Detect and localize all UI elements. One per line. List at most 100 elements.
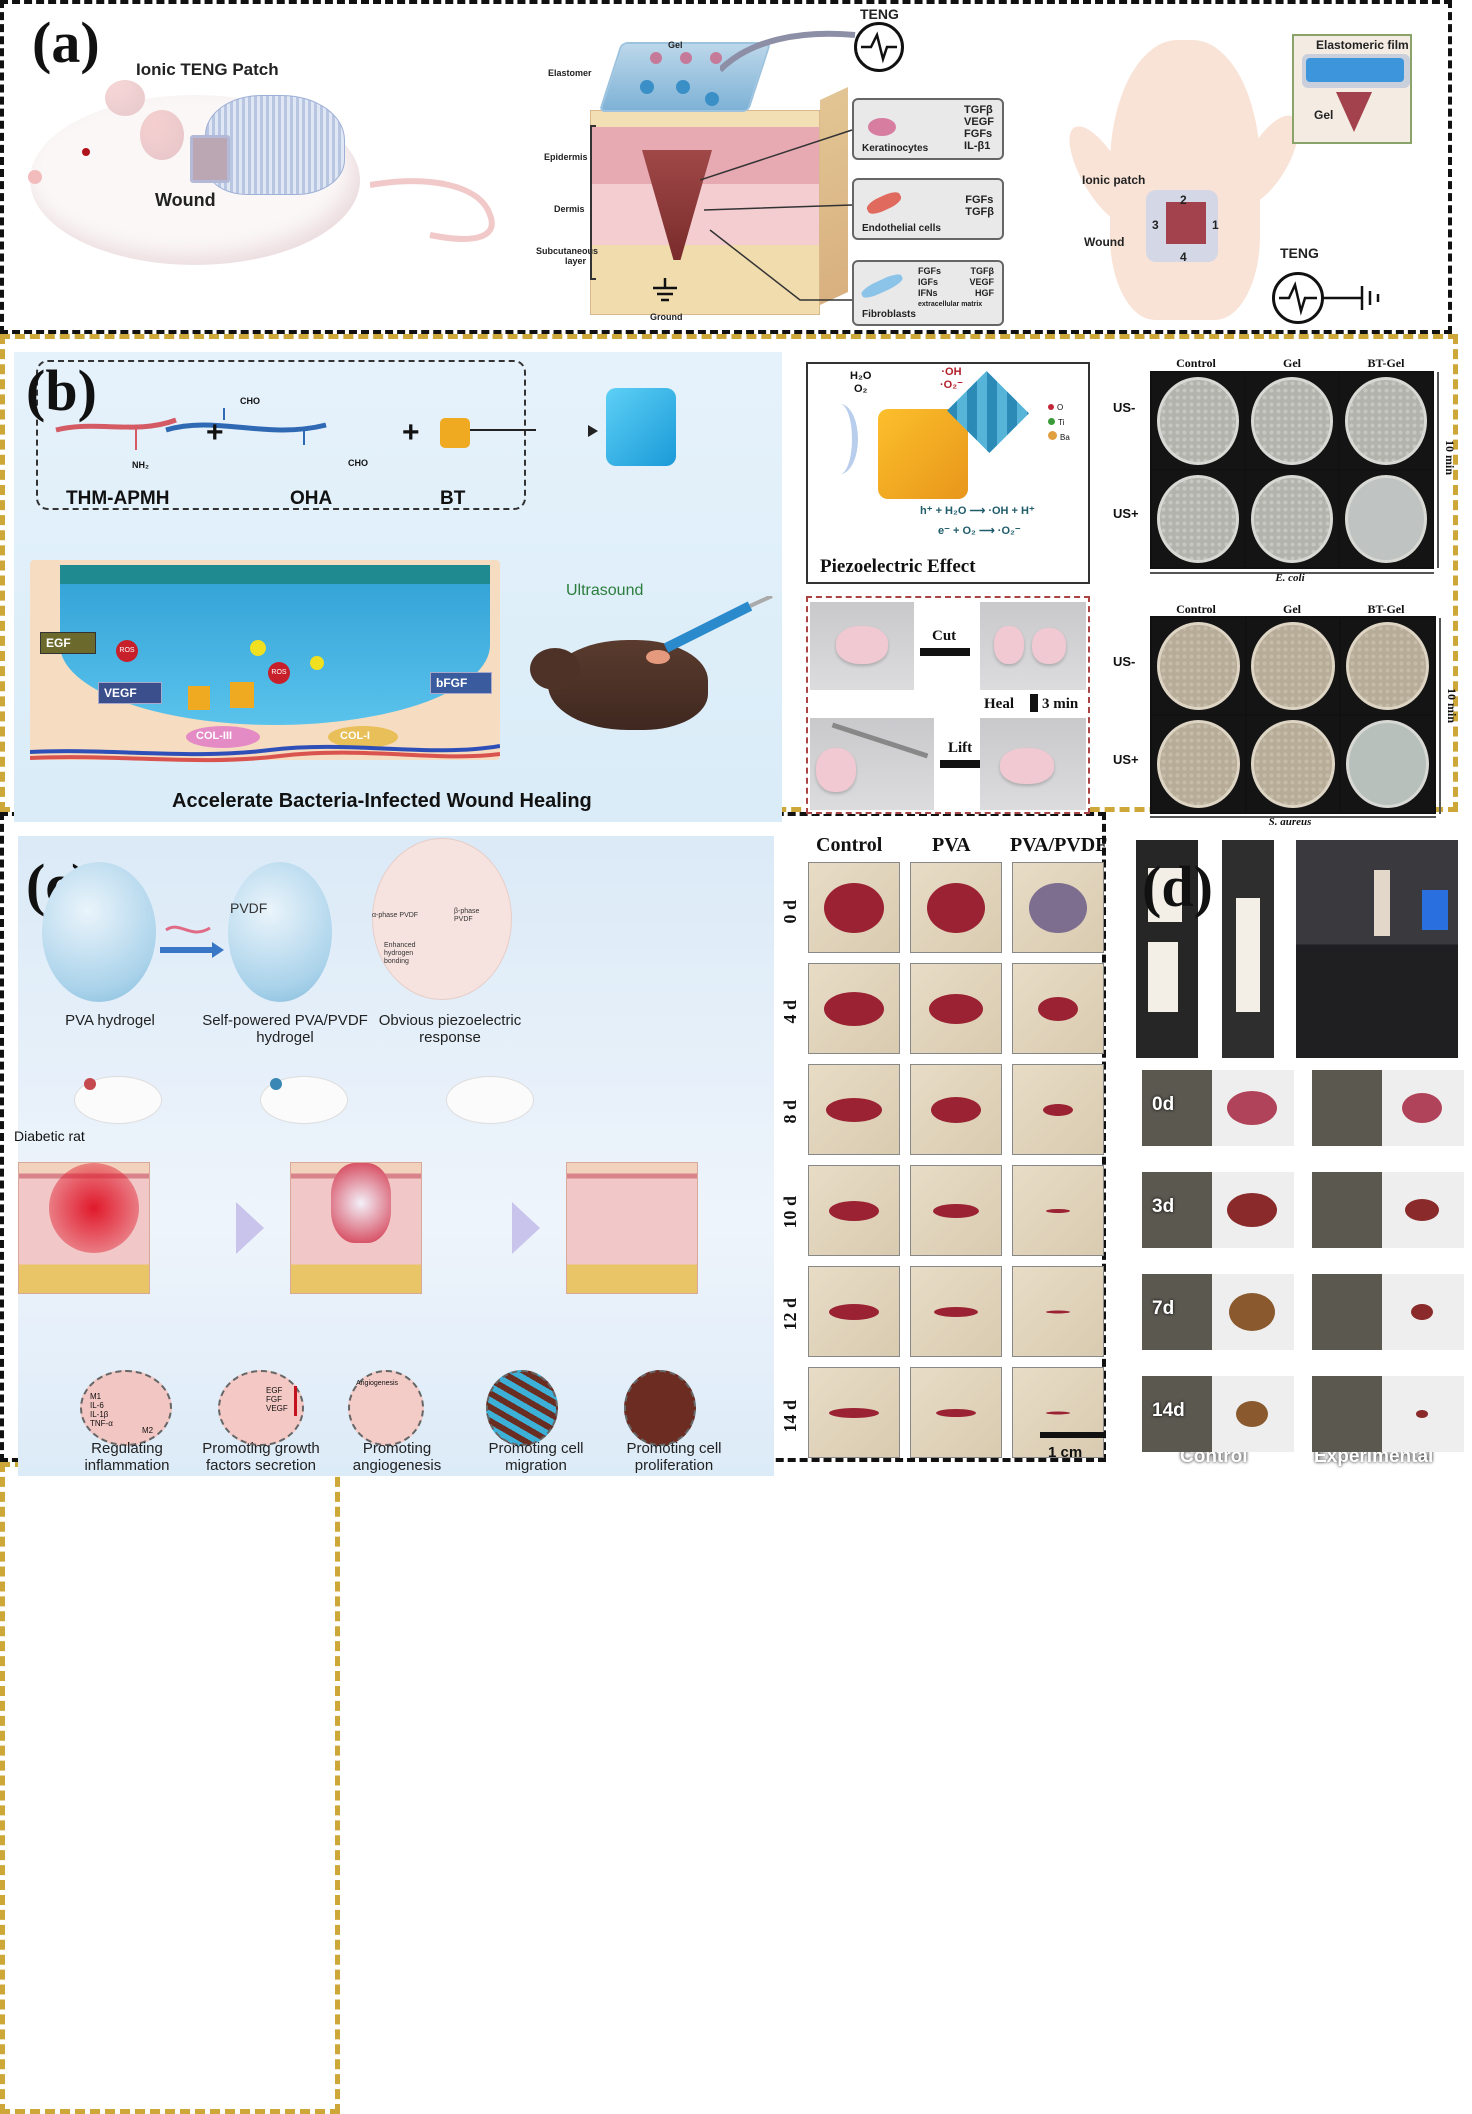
mechanism-inflammation: Regulating inflammation xyxy=(84,1440,170,1474)
plate-cell xyxy=(1152,618,1245,714)
migration-circle xyxy=(486,1370,558,1446)
angiogenesis-circle: Angiogenesis xyxy=(348,1370,424,1446)
marker-tnfa: TNF-α xyxy=(90,1419,113,1428)
saureus-duration: 10 min xyxy=(1445,688,1459,724)
ruler-wound-photo: 7d xyxy=(1142,1274,1294,1350)
d-day-label: 0d xyxy=(1152,1094,1175,1115)
factor: FGFs xyxy=(918,266,942,276)
angiogenesis-inset-label: Angiogenesis xyxy=(356,1380,399,1387)
cell-name: Fibroblasts xyxy=(862,309,916,320)
ruler xyxy=(1312,1172,1382,1248)
agar-plate xyxy=(1156,621,1241,711)
factor: IGFs xyxy=(918,277,939,287)
ruler xyxy=(1312,1274,1382,1350)
teng-symbol xyxy=(854,22,904,72)
positive-ion xyxy=(710,52,722,64)
layer-epidermis-label: Epidermis xyxy=(544,152,588,162)
plate-cell xyxy=(1341,618,1434,714)
stage-piezo-response: Obvious piezoelectric response xyxy=(378,1012,522,1046)
beta-phase-label: β-phase PVDF xyxy=(454,908,480,923)
factor: TGFβ xyxy=(970,266,995,276)
product: ·O₂⁻ xyxy=(940,379,963,391)
factor: VEGF xyxy=(964,116,994,128)
agar-plate-cleared xyxy=(1345,719,1430,809)
skin-treated xyxy=(290,1162,422,1294)
gel-strip-piece xyxy=(1148,942,1178,1012)
ruler-wound-photo xyxy=(1312,1274,1464,1350)
pvdf-label: PVDF xyxy=(230,900,268,916)
wound-area xyxy=(1236,1401,1268,1427)
treated-area xyxy=(331,1163,391,1243)
wound-photo xyxy=(1012,1266,1104,1357)
equation-2: e⁻ + O₂ ⟶ ·O₂⁻ xyxy=(938,525,1021,537)
wound-area xyxy=(1227,1091,1277,1125)
particle-dot xyxy=(250,640,266,656)
scheme-caption: Accelerate Bacteria-Infected Wound Heali… xyxy=(172,790,592,812)
ultrasound-waves-icon xyxy=(822,404,858,474)
rat-3 xyxy=(446,1076,534,1124)
agar-plate xyxy=(1251,719,1335,809)
strip-photo-healed xyxy=(1222,840,1274,1058)
plate-cell xyxy=(1246,373,1338,469)
ruler-wound-photo xyxy=(1312,1376,1464,1452)
wound-square xyxy=(1166,202,1206,244)
d-day-label: 3d xyxy=(1152,1196,1175,1217)
ruler-wound-photo: 14d xyxy=(1142,1376,1294,1452)
machine-display xyxy=(1422,890,1448,930)
mouse-head xyxy=(530,648,580,690)
reactant: H₂O xyxy=(850,370,872,382)
wound-area xyxy=(1043,1103,1073,1116)
bt-particle xyxy=(230,682,254,708)
hydrogel-cube xyxy=(606,388,676,466)
ecoli-bracket xyxy=(1150,572,1434,574)
wound-photo xyxy=(808,862,900,953)
cut-arrow xyxy=(920,648,970,656)
saureus-bracket xyxy=(1150,816,1436,818)
day-0: 0 d xyxy=(780,900,800,924)
gf-fgf: FGF xyxy=(266,1395,282,1404)
gel-photo-cut xyxy=(980,602,1086,690)
layer-bracket xyxy=(590,125,596,280)
stage-pva-pvdf-hydrogel: Self-powered PVA/PVDF hydrogel xyxy=(202,1012,368,1046)
syringe-icon xyxy=(663,596,773,653)
rat-wound-red xyxy=(84,1078,96,1090)
wound-area xyxy=(829,1200,879,1221)
growth-factor-list: EGF FGF VEGF xyxy=(266,1386,288,1413)
treated-wound xyxy=(646,650,670,664)
wound-area xyxy=(1227,1193,1277,1227)
scale-bar xyxy=(1040,1432,1104,1438)
up-arrow-icon xyxy=(294,1386,297,1416)
panel-d-frame xyxy=(0,1462,340,2114)
negative-ion xyxy=(676,80,690,94)
fibroblast-cell-icon xyxy=(859,271,905,301)
gf-egf: EGF xyxy=(266,1386,283,1395)
day-12: 12 d xyxy=(780,1298,800,1331)
saureus-time-bracket xyxy=(1439,618,1441,814)
mechanism-proliferation: Promoting cell proliferation xyxy=(626,1440,722,1474)
stretched-strip xyxy=(1374,870,1390,936)
component-bt: BT xyxy=(440,488,466,509)
cut-label: Cut xyxy=(932,628,957,644)
marker-il6: IL-6 xyxy=(90,1401,104,1410)
cytokine-list: M1 IL-6 IL-1β TNF-α xyxy=(90,1392,113,1428)
ground-icon xyxy=(1322,286,1380,310)
ecoli-time-bracket xyxy=(1437,372,1439,568)
particle-dot xyxy=(310,656,324,670)
bfgf-badge: bFGF xyxy=(430,672,492,694)
saureus-col-gel: Gel xyxy=(1283,602,1301,616)
bt-cube-icon xyxy=(440,418,470,448)
electrode-3: 3 xyxy=(1152,218,1159,232)
panel-d-label: (d) xyxy=(1142,854,1213,919)
hydrogen-bonding-label: Enhanced hydrogen bonding xyxy=(384,942,416,965)
proliferation-circle xyxy=(624,1370,696,1446)
inflammation-area xyxy=(49,1163,139,1253)
wound-area xyxy=(824,882,884,933)
saureus-plate-grid xyxy=(1150,616,1436,814)
wound-photo xyxy=(808,1367,900,1458)
factor: IL-β1 xyxy=(964,140,991,152)
wound-photo xyxy=(808,1064,900,1155)
bt-particle xyxy=(188,686,210,710)
wound-photo xyxy=(1012,963,1104,1054)
negative-ion xyxy=(705,92,719,106)
agar-plate xyxy=(1156,376,1240,466)
